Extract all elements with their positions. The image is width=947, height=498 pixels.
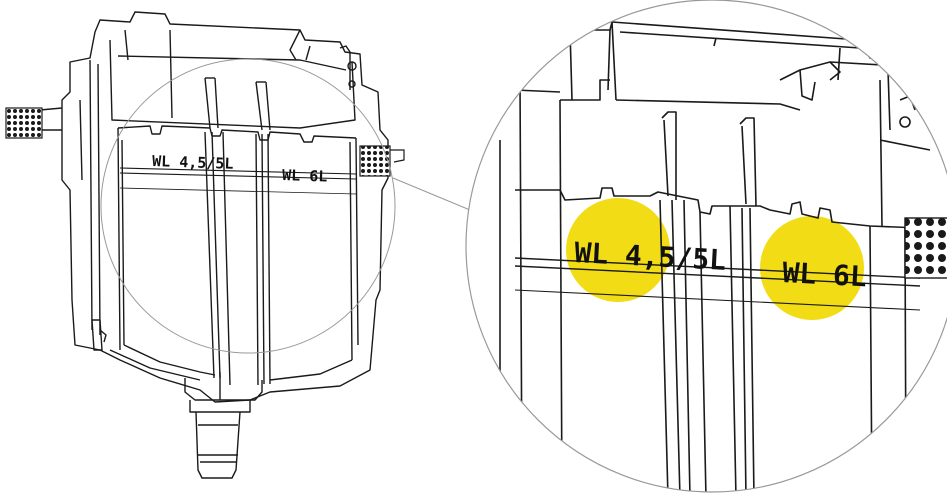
magnify-source-circle <box>100 58 396 354</box>
right-grip-pad <box>359 145 391 177</box>
zoom-small-level-label: WL 4,5/5L <box>574 236 727 277</box>
zoomed-detail-view: WL 4,5/5L WL 6L <box>466 0 947 492</box>
magnify-zoom-circle <box>465 0 947 493</box>
large-level-highlight <box>760 216 864 320</box>
zoom-grip-pad <box>904 217 947 279</box>
cistern-full-view <box>39 11 389 479</box>
magnify-leader-line <box>392 177 471 211</box>
small-level-highlight <box>566 198 670 302</box>
large-level-label: WL 6L <box>282 166 328 186</box>
small-level-label: WL 4,5/5L <box>152 152 234 173</box>
left-grip-pad <box>5 107 43 139</box>
zoom-large-level-label: WL 6L <box>782 256 868 293</box>
